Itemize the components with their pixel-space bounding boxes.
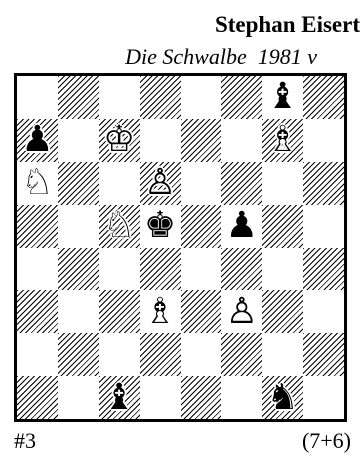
square-d1 [140,376,181,419]
square-d5: ♚ [140,205,181,248]
square-h3 [303,290,344,333]
square-h8 [303,76,344,119]
square-g8: ♝ [262,76,303,119]
square-b4 [58,248,99,291]
square-f7 [221,119,262,162]
square-c8 [99,76,140,119]
square-e3 [181,290,222,333]
white-knight-icon: ♘ [103,208,135,244]
square-e7 [181,119,222,162]
square-h7 [303,119,344,162]
piece-count: (7+6) [302,428,351,454]
square-d3: ♗ [140,290,181,333]
square-c3 [99,290,140,333]
square-e6 [181,162,222,205]
square-f5: ♟ [221,205,262,248]
square-e1 [181,376,222,419]
square-b7 [58,119,99,162]
white-bishop-icon: ♗ [144,294,176,330]
square-g3 [262,290,303,333]
square-e4 [181,248,222,291]
black-king-icon: ♚ [144,208,176,244]
square-g4 [262,248,303,291]
chess-board: ♝♟♔♗♘♙♘♚♟♗♙♝♞ [14,73,347,422]
square-a3 [17,290,58,333]
square-e8 [181,76,222,119]
white-pawn-icon: ♙ [144,165,176,201]
square-h6 [303,162,344,205]
square-f6 [221,162,262,205]
square-b2 [58,333,99,376]
square-d6: ♙ [140,162,181,205]
square-f8 [221,76,262,119]
board-grid: ♝♟♔♗♘♙♘♚♟♗♙♝♞ [17,76,344,419]
square-d8 [140,76,181,119]
square-b6 [58,162,99,205]
square-c6 [99,162,140,205]
white-bishop-icon: ♗ [267,122,299,158]
square-a4 [17,248,58,291]
square-b3 [58,290,99,333]
square-f3: ♙ [221,290,262,333]
square-c7: ♔ [99,119,140,162]
square-e5 [181,205,222,248]
square-a1 [17,376,58,419]
square-e2 [181,333,222,376]
square-g2 [262,333,303,376]
square-b1 [58,376,99,419]
square-g1: ♞ [262,376,303,419]
white-pawn-icon: ♙ [226,294,258,330]
square-a7: ♟ [17,119,58,162]
square-b8 [58,76,99,119]
square-c5: ♘ [99,205,140,248]
square-c2 [99,333,140,376]
square-a8 [17,76,58,119]
white-king-icon: ♔ [103,122,135,158]
square-h4 [303,248,344,291]
black-pawn-icon: ♟ [21,122,53,158]
square-h1 [303,376,344,419]
square-h2 [303,333,344,376]
source-line: Die Schwalbe 1981 v [125,44,317,70]
author-name: Stephan Eisert [215,12,360,38]
square-b5 [58,205,99,248]
black-bishop-icon: ♝ [103,380,135,416]
white-knight-icon: ♘ [21,165,53,201]
square-a6: ♘ [17,162,58,205]
square-a2 [17,333,58,376]
square-c1: ♝ [99,376,140,419]
stipulation: #3 [14,428,36,454]
square-c4 [99,248,140,291]
square-h5 [303,205,344,248]
black-pawn-icon: ♟ [226,208,258,244]
square-f2 [221,333,262,376]
square-a5 [17,205,58,248]
square-g6 [262,162,303,205]
square-g5 [262,205,303,248]
black-knight-icon: ♞ [267,380,299,416]
black-bishop-icon: ♝ [267,79,299,115]
square-g7: ♗ [262,119,303,162]
square-f1 [221,376,262,419]
square-d2 [140,333,181,376]
square-f4 [221,248,262,291]
square-d4 [140,248,181,291]
square-d7 [140,119,181,162]
